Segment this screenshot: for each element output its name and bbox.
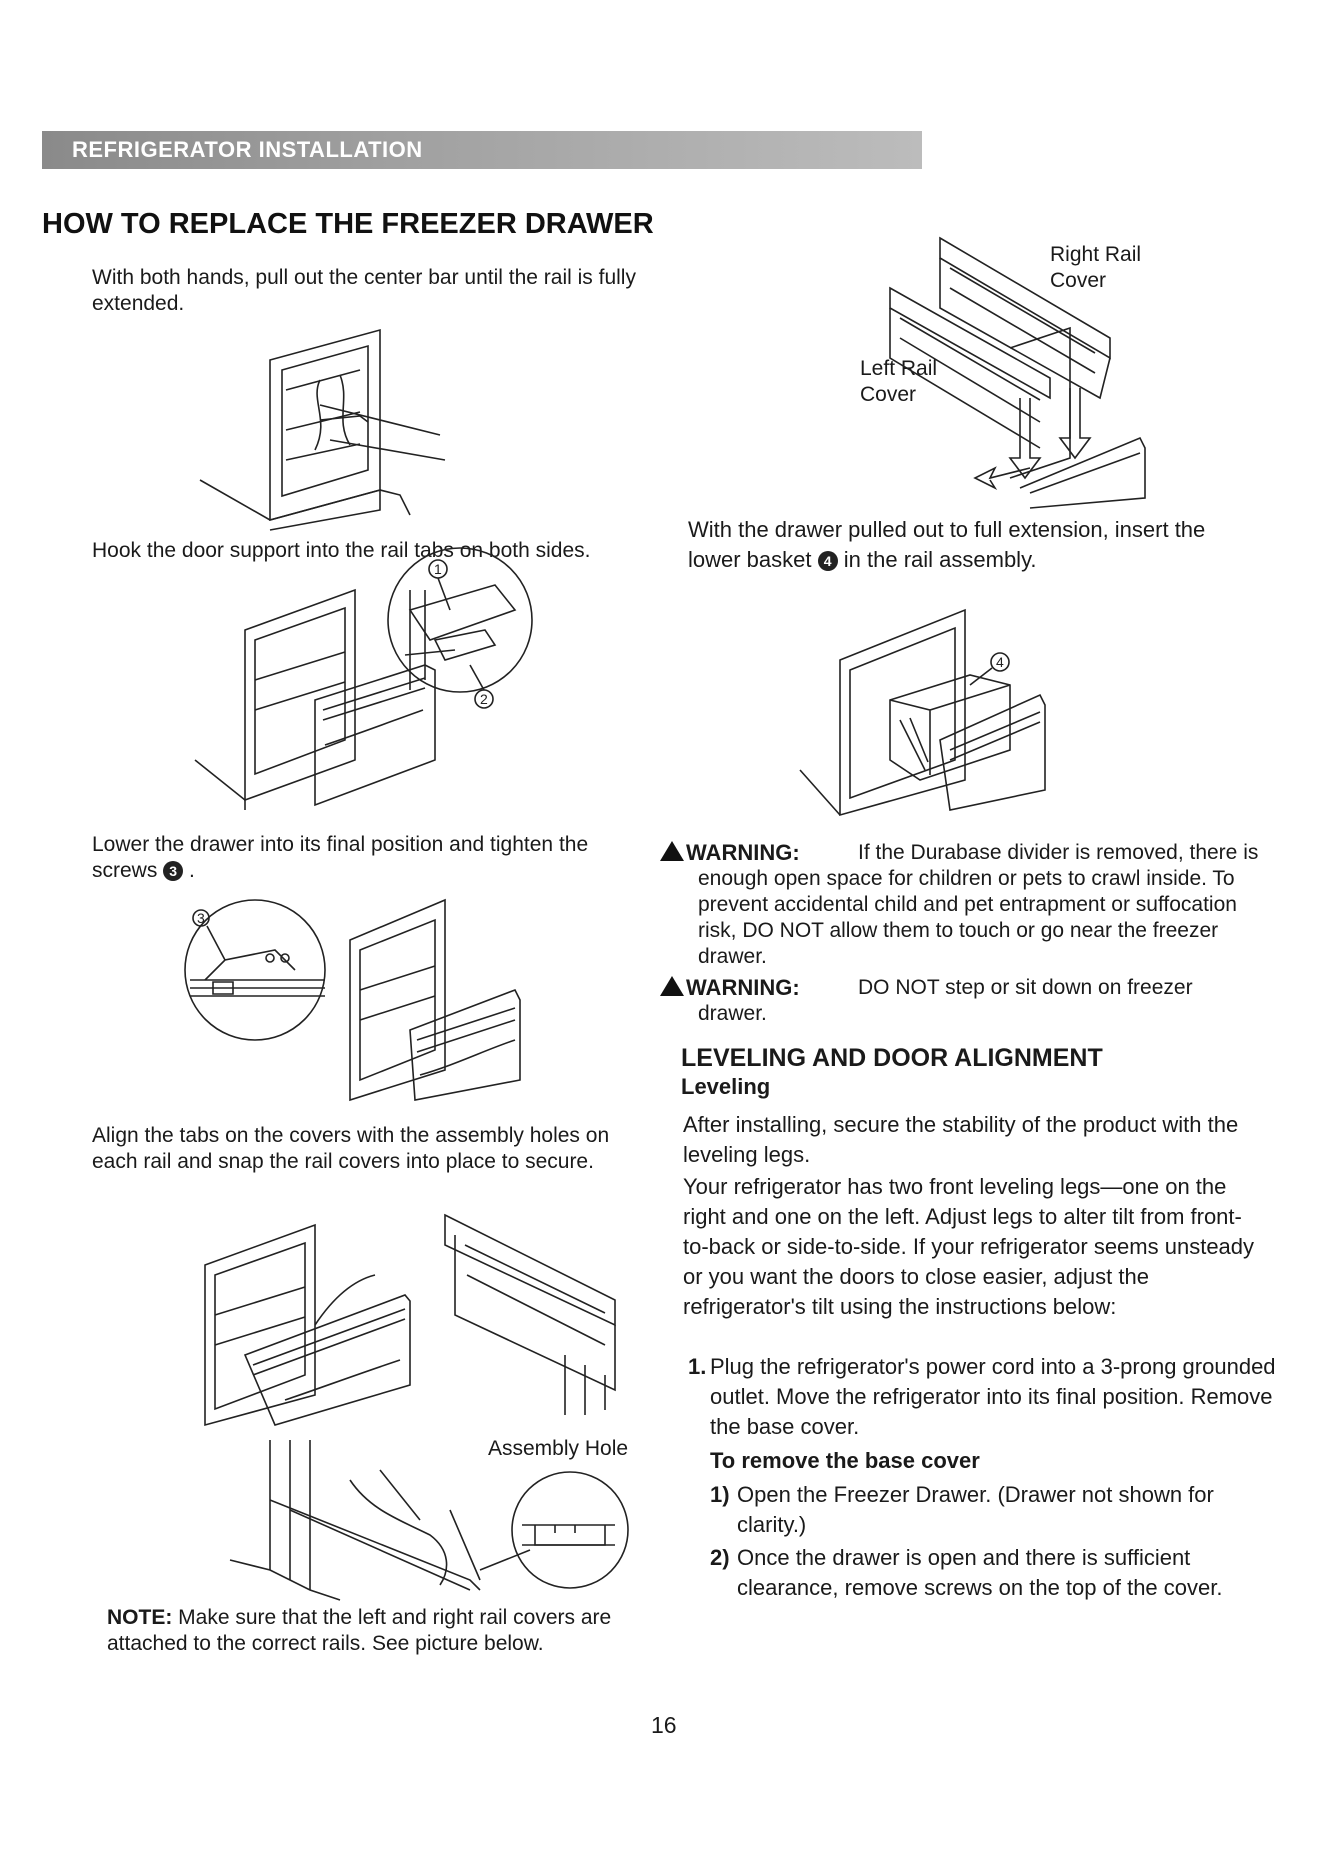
- insert-basket-pre: With the drawer pulled out to full exten…: [688, 517, 1206, 572]
- pull-rail-illustration: [199, 328, 446, 531]
- warning-2-text: DO NOT step or sit down on freezer drawe…: [698, 976, 1193, 1025]
- leveling-step-1-text: Plug the refrigerator's power cord into …: [710, 1354, 1276, 1439]
- leveling-para-2: Your refrigerator has two front leveling…: [683, 1174, 1255, 1319]
- callout-4-inline: 4: [817, 551, 838, 571]
- lower-basket-illustration: 4: [799, 608, 1046, 817]
- rail-covers-illustration: [889, 236, 1146, 509]
- section-header-bar: REFRIGERATOR INSTALLATION: [42, 131, 922, 169]
- warning-icon: [660, 841, 684, 861]
- step-lower-drawer-text: Lower the drawer into its final position…: [92, 833, 589, 882]
- remove-step-2-num: 2): [710, 1545, 730, 1570]
- callout-2: 2: [480, 691, 488, 707]
- callout-3-inline: 3: [163, 861, 184, 881]
- remove-step-2: 2) Once the drawer is open and there is …: [710, 1543, 1270, 1603]
- remove-step-1: 1) Open the Freezer Drawer. (Drawer not …: [710, 1480, 1270, 1540]
- warning-icon: [660, 976, 684, 996]
- right-rail-cover-label: Right Rail Cover: [1050, 243, 1142, 292]
- assembly-hole-label: Assembly Hole: [488, 1437, 629, 1460]
- assembly-hole-illustration: [229, 1440, 629, 1601]
- callout-4: 4: [996, 654, 1004, 670]
- note: NOTE: Make sure that the left and right …: [107, 1605, 667, 1657]
- leveling-step-1: 1. Plug the refrigerator's power cord in…: [688, 1352, 1278, 1442]
- remove-step-1-text: Open the Freezer Drawer. (Drawer not sho…: [737, 1482, 1214, 1537]
- warning-1-label: WARNING:: [686, 840, 800, 865]
- leveling-subtitle: Leveling: [681, 1074, 771, 1099]
- warning-durabase: WARNING: If the Durabase divider is remo…: [660, 840, 1270, 970]
- leveling-section-title: LEVELING AND DOOR ALIGNMENT: [681, 1044, 1103, 1072]
- page-number: 16: [651, 1712, 677, 1738]
- step-hook-door-text: Hook the door support into the rail tabs…: [92, 539, 591, 562]
- remove-step-1-num: 1): [710, 1482, 730, 1507]
- note-label: NOTE:: [107, 1606, 173, 1629]
- warning-step: WARNING: DO NOT step or sit down on free…: [660, 975, 1260, 1027]
- leveling-step-1-num: 1.: [688, 1354, 707, 1379]
- step-pull-rail-text: With both hands, pull out the center bar…: [92, 266, 636, 315]
- step-align-tabs-text: Align the tabs on the covers with the as…: [92, 1124, 610, 1173]
- callout-1: 1: [434, 561, 442, 577]
- snap-rail-covers-illustration: [204, 1213, 616, 1427]
- remove-step-2-text: Once the drawer is open and there is suf…: [737, 1545, 1223, 1600]
- page-title: HOW TO REPLACE THE FREEZER DRAWER: [42, 208, 654, 240]
- tighten-screws-illustration: 3: [184, 898, 521, 1102]
- insert-basket-post: in the rail assembly.: [843, 547, 1037, 572]
- callout-3: 3: [197, 910, 205, 926]
- section-header-text: REFRIGERATOR INSTALLATION: [72, 137, 423, 162]
- warning-1-text: If the Durabase divider is removed, ther…: [698, 841, 1259, 968]
- remove-base-cover-title: To remove the base cover: [710, 1448, 980, 1473]
- hook-door-support-illustration: 1 2: [194, 547, 533, 810]
- step-lower-drawer-label: Lower the drawer into its final position…: [92, 833, 589, 882]
- leveling-para-1: After installing, secure the stability o…: [683, 1112, 1239, 1167]
- insert-basket-text: With the drawer pulled out to full exten…: [688, 515, 1248, 575]
- note-text: Make sure that the left and right rail c…: [107, 1606, 612, 1655]
- warning-2-label: WARNING:: [686, 975, 800, 1000]
